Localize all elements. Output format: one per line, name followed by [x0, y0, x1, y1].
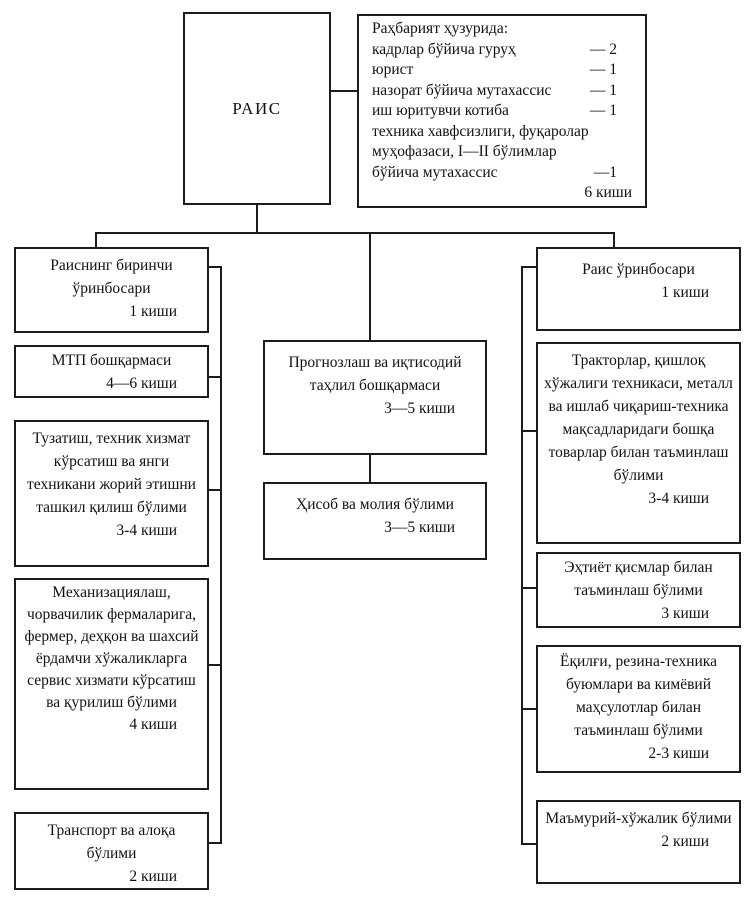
staff-count: 3—5 киши — [384, 519, 455, 536]
connector-stub — [521, 266, 538, 268]
staff-value: —1 — [593, 163, 617, 181]
box-fuel-rubber-chemicals-dept: Ёқилғи, резина-техника буюмлари ва кимёв… — [536, 645, 741, 773]
staff-row: назорат бўйича мутахассис — 1 — [372, 81, 645, 102]
box-title: МТП бошқармаси — [51, 352, 172, 369]
staff-count: 3-4 киши — [648, 490, 709, 507]
box-transport-communication-dept: Транспорт ва алоқа бўлими 2 киши — [14, 812, 209, 890]
box-title: Механизациялаш, чорвачилик фермаларига, … — [24, 584, 199, 711]
staff-count: 3-4 киши — [116, 522, 177, 539]
connector-drop-right-column — [613, 232, 615, 248]
staff-count: 2-3 киши — [648, 745, 709, 762]
box-title: Прогнозлаш ва иқтисодий таҳлил бошқармас… — [288, 354, 462, 394]
box-title: Тузатиш, техник хизмат кўрсатиш ва янги … — [27, 430, 196, 516]
connector-stub — [521, 708, 538, 710]
staff-value: — 2 — [589, 40, 617, 58]
box-first-deputy-chairman: Раиснинг биринчи ўринбосари 1 киши — [14, 247, 209, 333]
staff-count: 1 киши — [661, 284, 709, 301]
connector-stub — [207, 489, 222, 491]
staff-label: иш юритувчи котиба — [372, 102, 509, 119]
connector-drop-middle-column — [369, 232, 371, 341]
chairman-label: РАИС — [232, 99, 282, 118]
box-title: Ҳисоб ва молия бўлими — [296, 496, 454, 513]
box-repair-maintenance-dept: Тузатиш, техник хизмат кўрсатиш ва янги … — [14, 420, 209, 567]
connector-stub — [207, 664, 222, 666]
staff-count: 2 киши — [661, 833, 709, 850]
connector-rais-down — [256, 203, 258, 234]
leadership-staff-total: 6 киши — [584, 184, 632, 201]
connector-rais-to-staff — [330, 90, 358, 92]
staff-label: назорат бўйича мутахассис — [372, 81, 552, 99]
staff-label: кадрлар бўйича гуруҳ — [372, 40, 516, 58]
box-title: Тракторлар, қишлоқ хўжалиги техникаси, м… — [544, 352, 733, 484]
box-mtp-department: МТП бошқармаси 4—6 киши — [14, 345, 209, 398]
box-title: Эҳтиёт қисмлар билан таъминлаш бўлими — [564, 559, 713, 599]
box-spare-parts-supply-dept: Эҳтиёт қисмлар билан таъминлаш бўлими 3 к… — [536, 552, 741, 628]
staff-count: 1 киши — [129, 303, 177, 320]
staff-value: — 1 — [589, 81, 617, 99]
connector-stub — [521, 843, 538, 845]
staff-count: 2 киши — [129, 868, 177, 885]
staff-value: — 1 — [589, 102, 617, 119]
staff-count: 3 киши — [661, 605, 709, 622]
box-forecasting-analysis-dept: Прогнозлаш ва иқтисодий таҳлил бошқармас… — [263, 340, 487, 455]
box-mechanization-service-dept: Механизациялаш, чорвачилик фермаларига, … — [14, 578, 209, 790]
box-admin-household-dept: Маъмурий-хўжалик бўлими 2 киши — [536, 800, 741, 884]
box-title: Маъмурий-хўжалик бўлими — [545, 810, 732, 827]
leadership-staff-title: Раҳбарият ҳузурида: — [372, 20, 509, 37]
connector-distributor — [95, 232, 615, 234]
box-title: Ёқилғи, резина-техника буюмлари ва кимёв… — [560, 653, 717, 739]
connector-stub — [207, 842, 222, 844]
staff-row: кадрлар бўйича гуруҳ — 2 — [372, 40, 645, 61]
box-title: Транспорт ва алоқа бўлими — [47, 822, 176, 862]
staff-count: 3—5 киши — [384, 400, 455, 417]
connector-stub — [521, 430, 538, 432]
connector-right-trunk — [521, 266, 523, 845]
box-leadership-staff: Раҳбарият ҳузурида: кадрлар бўйича гуруҳ… — [357, 14, 647, 208]
connector-stub — [207, 376, 222, 378]
box-accounting-finance-dept: Ҳисоб ва молия бўлими 3—5 киши — [263, 482, 487, 560]
staff-count: 4 киши — [129, 716, 177, 733]
connector-left-trunk — [220, 266, 222, 844]
connector-stub — [207, 266, 222, 268]
box-title: Раиснинг биринчи ўринбосари — [50, 257, 173, 297]
box-title: Раис ўринбосари — [582, 261, 695, 278]
staff-row: техника хавфсизлиги, фуқаролар муҳофазас… — [372, 122, 645, 184]
connector-middle-between-boxes — [369, 454, 371, 483]
box-machinery-supply-dept: Тракторлар, қишлоқ хўжалиги техникаси, м… — [536, 342, 741, 544]
staff-label: техника хавфсизлиги, фуқаролар муҳофазас… — [372, 122, 589, 181]
connector-stub — [521, 587, 538, 589]
staff-count: 4—6 киши — [106, 375, 177, 392]
connector-drop-left-column — [95, 232, 97, 248]
staff-row: юрист — 1 — [372, 60, 645, 81]
staff-row: иш юритувчи котиба — 1 — [372, 101, 645, 122]
staff-value: — 1 — [589, 61, 617, 78]
box-chairman: РАИС — [183, 12, 331, 205]
box-deputy-chairman: Раис ўринбосари 1 киши — [536, 247, 741, 331]
staff-label: юрист — [372, 61, 414, 78]
